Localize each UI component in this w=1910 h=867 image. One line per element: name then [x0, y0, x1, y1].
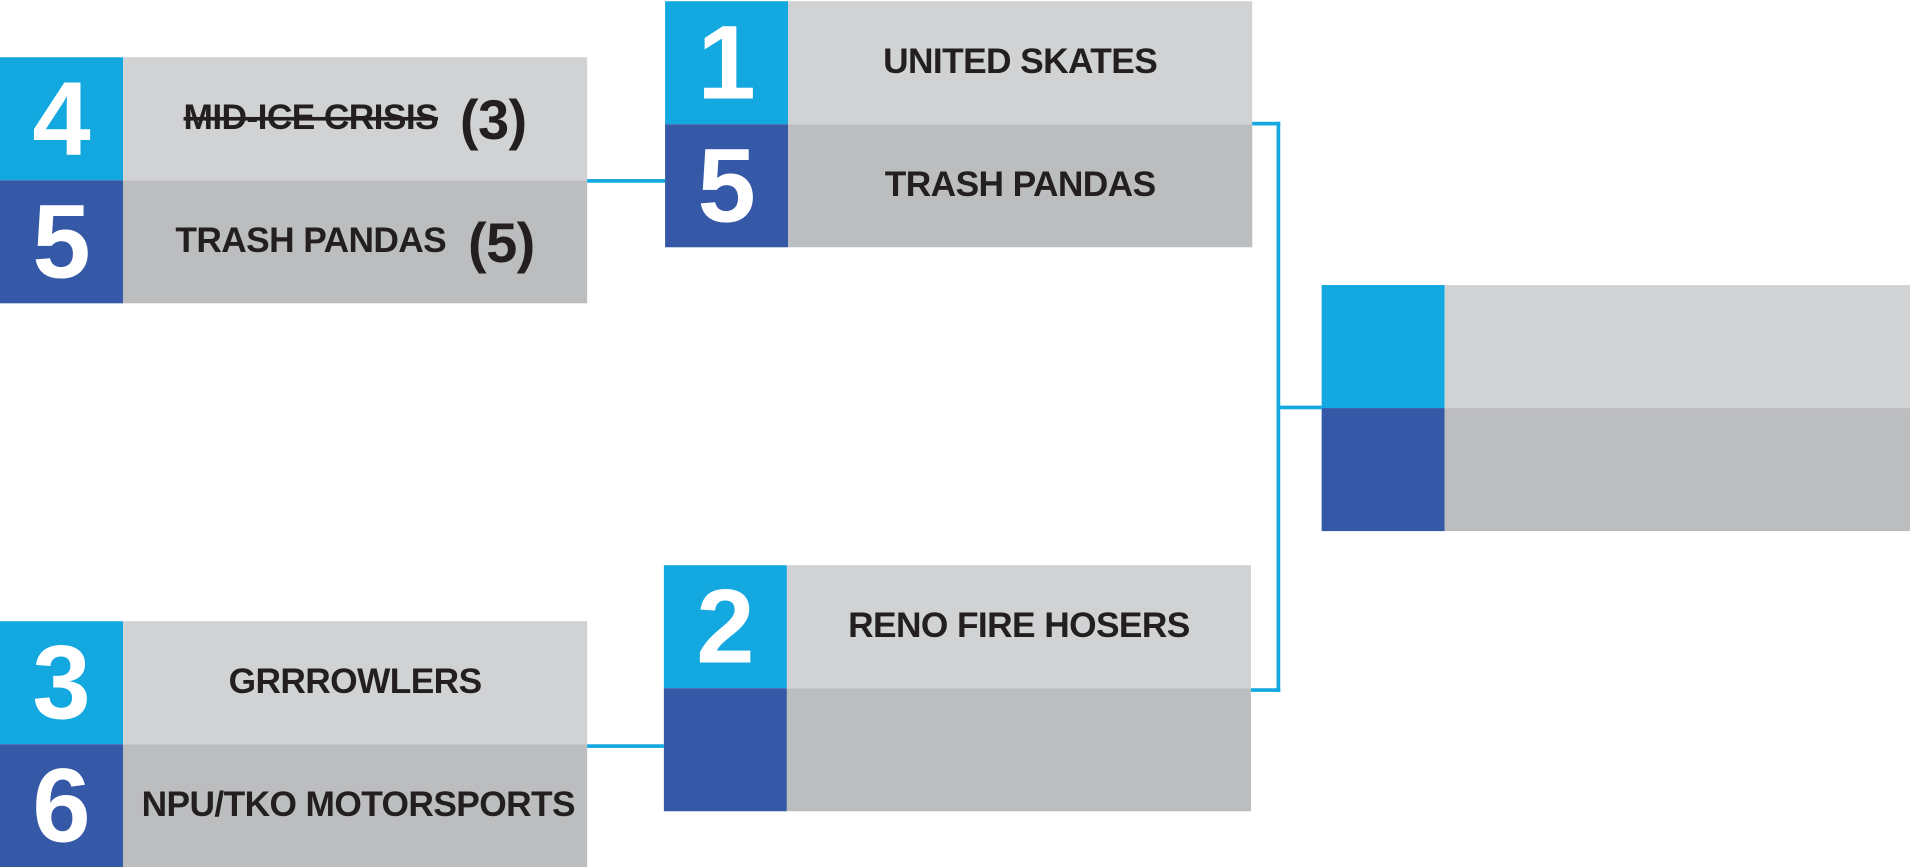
match-slot-top: 4 MID-ICE CRISIS (3) — [0, 57, 588, 181]
team-score: (5) — [468, 210, 535, 274]
match-slot-top: 2 RENO FIRE HOSERS — [663, 565, 1251, 689]
connector-qf2-sf2 — [587, 744, 664, 748]
connector-qf1-sf1 — [587, 179, 666, 183]
team-score: (3) — [459, 87, 527, 151]
team-name: TRASH PANDAS — [175, 221, 447, 261]
connector-sf2-out — [1250, 688, 1281, 692]
connector-to-final — [1276, 405, 1322, 410]
seed-number: 2 — [663, 565, 787, 689]
connector-sf1-out — [1252, 121, 1281, 126]
match-slot-top-empty — [1321, 285, 1910, 409]
match-quarterfinal-2: 3 GRRROWLERS 6 NPU/TKO MOTORSPORTS — [0, 621, 588, 867]
team-name: GRRROWLERS — [228, 662, 483, 702]
match-semifinal-2: 2 RENO FIRE HOSERS — [663, 565, 1251, 812]
seed-number: 4 — [0, 57, 124, 181]
match-slot-bottom: 5 TRASH PANDAS (5) — [0, 180, 588, 304]
seed-number: 3 — [0, 621, 124, 745]
match-slot-top: 1 UNITED SKATES — [665, 1, 1253, 125]
seed-number — [1321, 408, 1445, 532]
match-slot-bottom-empty — [1321, 408, 1910, 532]
seed-number — [663, 688, 787, 812]
seed-number: 6 — [0, 744, 124, 867]
match-semifinal-1: 1 UNITED SKATES 5 TRASH PANDAS — [665, 1, 1253, 248]
match-slot-bottom: 5 TRASH PANDAS — [665, 124, 1253, 248]
team-name-eliminated: MID-ICE CRISIS — [183, 98, 439, 138]
seed-number — [1321, 285, 1445, 409]
seed-number: 1 — [665, 1, 789, 125]
match-slot-bottom: 6 NPU/TKO MOTORSPORTS — [0, 744, 588, 867]
match-final — [1321, 285, 1910, 532]
team-name: TRASH PANDAS — [884, 165, 1156, 205]
team-name: NPU/TKO MOTORSPORTS — [141, 785, 576, 825]
team-name: UNITED SKATES — [883, 42, 1158, 82]
match-slot-bottom-empty — [663, 688, 1251, 812]
match-slot-top: 3 GRRROWLERS — [0, 621, 588, 745]
match-quarterfinal-1: 4 MID-ICE CRISIS (3) 5 TRASH PANDAS (5) — [0, 57, 588, 304]
team-name: RENO FIRE HOSERS — [848, 606, 1190, 646]
seed-number: 5 — [665, 124, 789, 248]
seed-number: 5 — [0, 180, 124, 304]
